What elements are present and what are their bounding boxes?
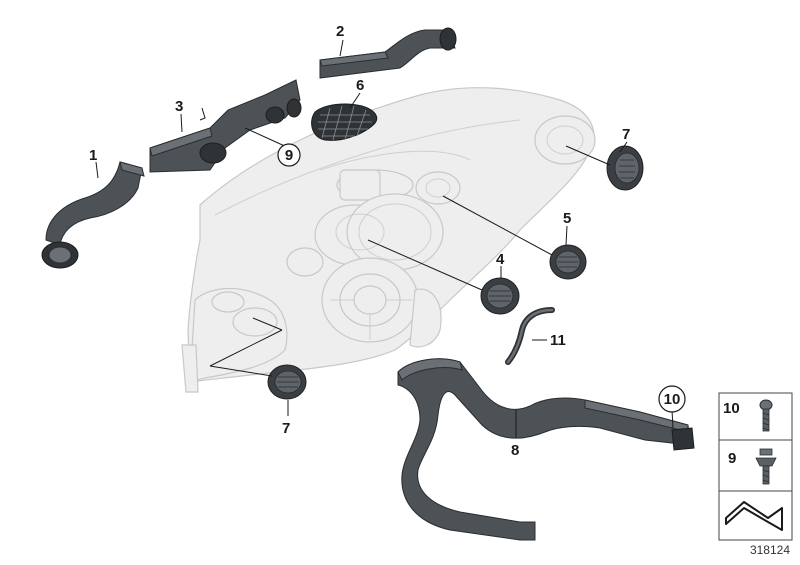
duct-part-2 [319,27,457,79]
callout-11: 11 [550,332,566,349]
legend-label-10: 10 [723,400,740,417]
callout-9-circle: 9 [277,143,301,167]
hose-part-11 [505,307,555,365]
document-number: 318124 [750,543,790,557]
vent-5 [549,244,587,280]
callout-5: 5 [563,210,571,227]
callout-7-lower: 7 [282,420,290,437]
floor-duct-part-8 [397,358,695,541]
callout-1: 1 [89,147,97,164]
callout-8: 8 [511,442,519,459]
duct-part-3 [149,79,302,173]
callout-4: 4 [496,251,505,268]
vent-7-lower [267,364,307,400]
vent-7-upper [606,145,644,191]
callout-6: 6 [356,77,364,94]
legend-label-9: 9 [728,450,736,467]
fastener-legend: 10 9 [718,392,793,541]
section-marker-icon [725,501,783,531]
callout-10-circle: 10 [658,385,686,413]
callout-9: 9 [285,147,293,164]
screw-9-icon [755,448,777,485]
vent-4 [480,277,520,315]
callout-10: 10 [664,391,681,408]
callouts: 1 2 3 6 7 5 4 11 7 8 9 10 [89,23,686,459]
grille-part-6 [311,103,378,141]
callout-2: 2 [336,23,344,40]
callout-7-upper: 7 [622,126,630,143]
callout-3: 3 [175,98,183,115]
screw-10-icon [759,399,773,432]
duct-part-1 [41,161,145,269]
